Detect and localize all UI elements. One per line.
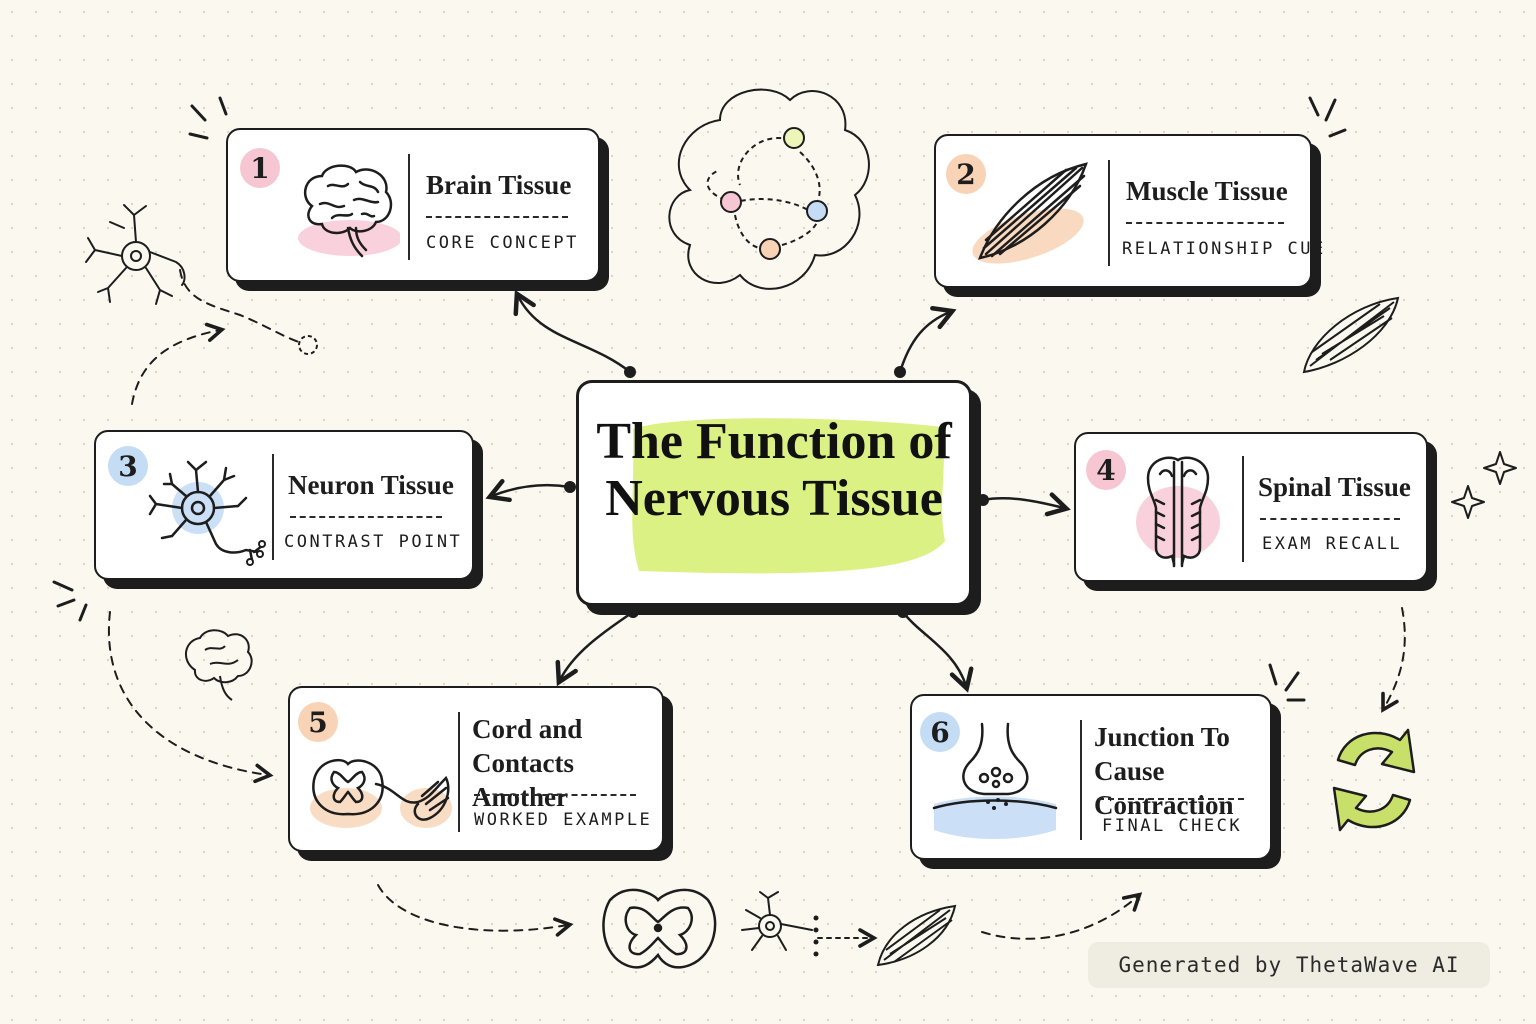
connector-brain	[513, 289, 632, 374]
card-number-badge: 2	[946, 154, 986, 194]
card-title: Junction To Cause Contraction	[1094, 722, 1234, 820]
card-junction-contraction[interactable]: 6 Junction To Cause Contraction FINAL CH…	[910, 694, 1272, 860]
central-topic-card[interactable]: The Function of Nervous Tissue	[576, 380, 972, 606]
card-title: Muscle Tissue	[1126, 176, 1288, 206]
card-muscle-tissue[interactable]: 2 Muscle Tissue RELATIONSHIP CUE	[934, 134, 1323, 288]
card-title: Brain Tissue	[426, 170, 572, 200]
neuron-icon	[148, 460, 266, 566]
card-spinal-tissue[interactable]: 4 Spinal Tissue EXAM RECALL	[1074, 432, 1428, 582]
card-number-badge: 4	[1086, 450, 1126, 490]
connector-neuron	[485, 478, 572, 503]
neuron-bottom-doodle-icon	[741, 891, 813, 951]
card-number-badge: 5	[298, 702, 338, 742]
spinal-cross-section-icon	[310, 759, 452, 828]
card-cord-contacts[interactable]: 5 Cord and Contacts Another WORKED EXAMP…	[288, 686, 664, 852]
card-title: Cord and Contacts Another	[472, 714, 583, 812]
card-subtitle: EXAM RECALL	[1262, 534, 1403, 554]
brain-doodle-icon	[185, 629, 253, 701]
card-number-badge: 6	[920, 712, 960, 752]
card-title: Neuron Tissue	[288, 470, 454, 500]
card-number-badge: 1	[240, 148, 280, 188]
muscle-doodle-icon	[1302, 296, 1400, 374]
muscle-bottom-doodle-icon	[876, 904, 957, 967]
neuron-doodle-icon	[85, 204, 186, 305]
card-neuron-tissue[interactable]: 3 Neuron Tissue CONTRAST POINT	[94, 430, 474, 580]
card-title: Spinal Tissue	[1258, 472, 1411, 502]
card-number-badge: 3	[108, 446, 148, 486]
cycle-arrows-icon	[1332, 728, 1416, 832]
synapse-icon	[932, 722, 1058, 839]
connector-junction	[901, 610, 974, 693]
spinal-cross-section-doodle-icon	[602, 888, 717, 969]
card-subtitle: FINAL CHECK	[1102, 816, 1243, 836]
muscle-icon	[972, 162, 1088, 264]
card-subtitle: CORE CONCEPT	[426, 233, 579, 253]
spinal-cord-icon	[1136, 456, 1220, 568]
card-brain-tissue[interactable]: 1 Brain Tissue CORE CONCEPT	[226, 128, 600, 282]
card-subtitle: WORKED EXAMPLE	[474, 810, 653, 830]
card-subtitle: CONTRAST POINT	[284, 532, 463, 552]
connector-cord	[555, 610, 635, 687]
connector-spinal	[981, 492, 1071, 517]
network-cloud-icon	[668, 88, 870, 290]
card-subtitle: RELATIONSHIP CUE	[1122, 239, 1326, 259]
brain-icon	[298, 164, 400, 258]
generated-by-label: Generated by ThetaWave AI	[1088, 942, 1490, 988]
highlight-swash	[632, 418, 945, 574]
connector-muscle	[898, 306, 957, 374]
central-title: The Function of Nervous Tissue	[596, 413, 952, 527]
